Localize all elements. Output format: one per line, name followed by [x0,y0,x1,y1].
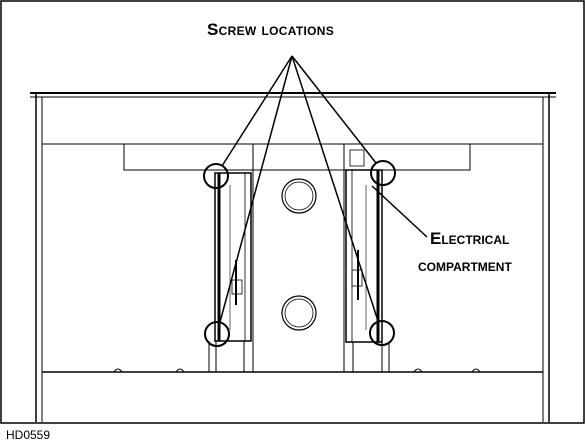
electrical-label-line1: Electrical [430,229,510,248]
screw-markers [203,160,396,347]
screw-marker-top-left [203,163,229,189]
center-column [252,144,345,372]
figure-border [0,0,585,424]
screw-leader-lines [219,55,379,323]
bottom-hooks [113,368,481,373]
figure-id: HD0559 [6,428,51,442]
top-recess [123,143,471,171]
right-bracket [345,149,390,372]
appliance-housing [30,92,556,422]
screw-marker-bottom-right [369,320,395,346]
electrical-leader-line [371,185,428,238]
screw-locations-label: Screw locations [207,20,334,39]
electrical-label-line2: compartment [418,256,512,275]
screw-marker-top-right [370,160,396,186]
screw-marker-bottom-left [204,321,230,347]
left-bracket [208,172,252,372]
